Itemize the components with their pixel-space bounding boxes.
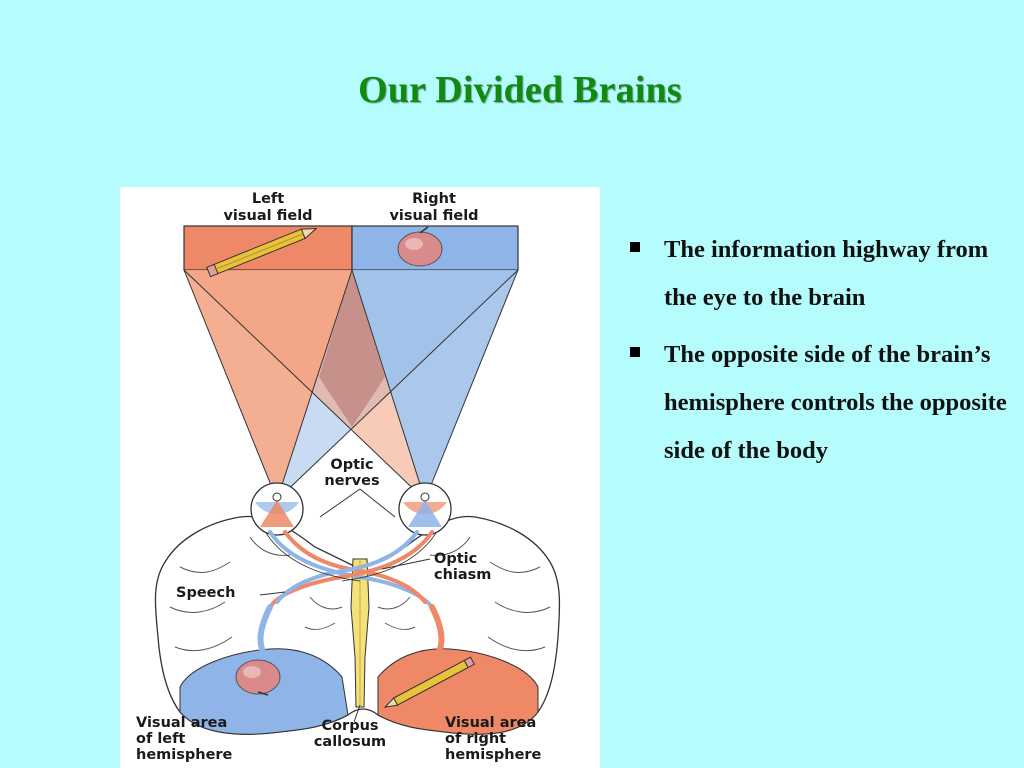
leader-lines bbox=[259, 488, 431, 723]
page-title: Our Divided Brains bbox=[358, 69, 682, 111]
pencil-icon bbox=[383, 656, 475, 708]
bullet-text: The opposite side of the brain’s hemisph… bbox=[664, 341, 1007, 464]
light-rays bbox=[183, 269, 519, 501]
right-field-label-2: visual field bbox=[389, 208, 478, 224]
optic-nerves-label-1: Optic bbox=[330, 457, 373, 473]
visual-area-right-label-1: Visual area bbox=[445, 715, 536, 731]
visual-area-right-label-3: hemisphere bbox=[445, 747, 542, 763]
visual-area-right-label-2: of right bbox=[445, 731, 506, 747]
optic-chiasm-label-1: Optic bbox=[434, 551, 477, 567]
bullet-text: The information highway from the eye to … bbox=[664, 236, 989, 311]
bullet-square-icon bbox=[630, 242, 640, 252]
apple-icon bbox=[235, 659, 281, 696]
left-eye bbox=[250, 482, 304, 536]
left-field-label-2: visual field bbox=[223, 208, 312, 224]
bullet-list: The information highway from the eye to … bbox=[628, 226, 1008, 484]
visual-pathway-diagram: Left visual field Right visual field bbox=[120, 187, 600, 768]
corpus-callosum-label-2: callosum bbox=[314, 734, 386, 750]
right-visual-area bbox=[377, 648, 539, 735]
optic-nerves-label-2: nerves bbox=[324, 473, 379, 489]
visual-area-left-label-3: hemisphere bbox=[136, 747, 233, 763]
optic-tracts bbox=[257, 530, 445, 665]
optic-chiasm-label-2: chiasm bbox=[434, 567, 491, 583]
speech-label: Speech bbox=[176, 585, 235, 601]
bullet-square-icon bbox=[630, 347, 640, 357]
bullet-item: The information highway from the eye to … bbox=[628, 226, 1008, 322]
pencil-icon bbox=[206, 227, 318, 278]
apple-icon bbox=[397, 226, 443, 267]
corpus-callosum-label-1: Corpus bbox=[321, 718, 378, 734]
left-field-label-1: Left bbox=[252, 191, 284, 207]
right-field-label-1: Right bbox=[412, 191, 456, 207]
bullet-item: The opposite side of the brain’s hemisph… bbox=[628, 331, 1008, 475]
visual-area-left-label-2: of left bbox=[136, 731, 185, 747]
visual-area-left-label-1: Visual area bbox=[136, 715, 227, 731]
right-eye bbox=[398, 482, 452, 536]
